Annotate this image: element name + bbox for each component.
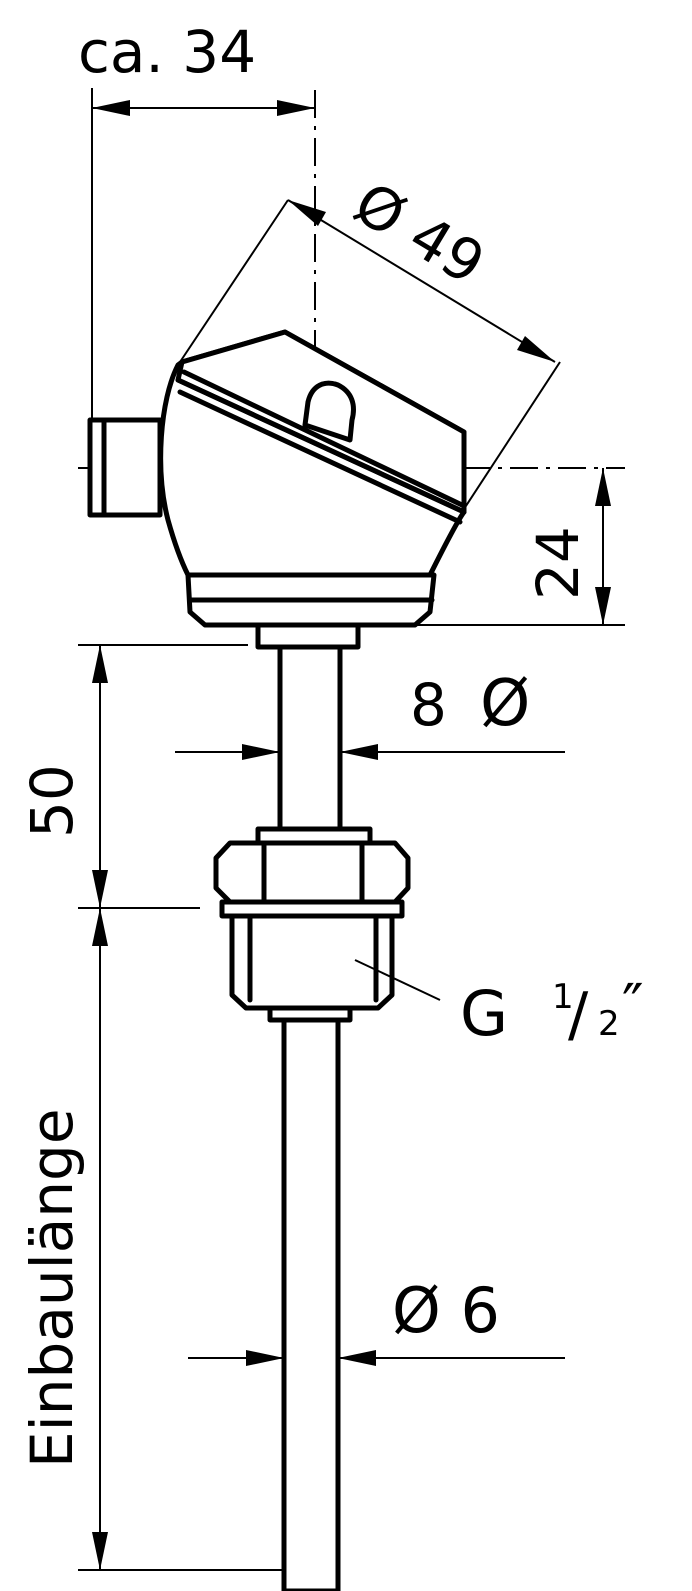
thread-callout: G 1 / 2 ″ bbox=[354, 959, 644, 1050]
label-thread-prefix: G bbox=[460, 977, 508, 1050]
label-width-offset: ca. 34 bbox=[78, 18, 256, 86]
hex-nut bbox=[213, 840, 411, 905]
connection-head bbox=[87, 329, 467, 628]
neck-tube bbox=[255, 622, 373, 846]
dim-neck-diameter: 8 Ø bbox=[175, 667, 565, 760]
hex-fitting bbox=[213, 840, 411, 1023]
label-neck-diameter-symbol: Ø bbox=[480, 667, 530, 741]
lid-screw bbox=[302, 380, 356, 443]
label-thread-num: 1 bbox=[552, 977, 574, 1017]
dim-head-height: 24 bbox=[410, 468, 625, 626]
label-thread-suffix: ″ bbox=[622, 971, 644, 1039]
dim-width-offset: ca. 34 bbox=[78, 18, 315, 420]
label-neck-length: 50 bbox=[18, 764, 86, 838]
label-head-height: 24 bbox=[524, 526, 592, 600]
label-thread-den: 2 bbox=[598, 1004, 620, 1044]
label-probe-diameter: Ø 6 bbox=[392, 1274, 500, 1347]
cable-gland bbox=[87, 417, 163, 518]
dim-probe-diameter: Ø 6 bbox=[188, 1274, 565, 1366]
label-thread-slash: / bbox=[568, 980, 589, 1050]
thread-g-half bbox=[229, 913, 395, 1011]
probe-stem bbox=[281, 1017, 341, 1591]
label-neck-diameter-value: 8 bbox=[410, 671, 447, 739]
label-insertion-length: Einbaulänge bbox=[18, 1108, 86, 1468]
dim-neck-length: 50 bbox=[18, 644, 248, 909]
dim-insertion-length: Einbaulänge bbox=[18, 908, 284, 1571]
